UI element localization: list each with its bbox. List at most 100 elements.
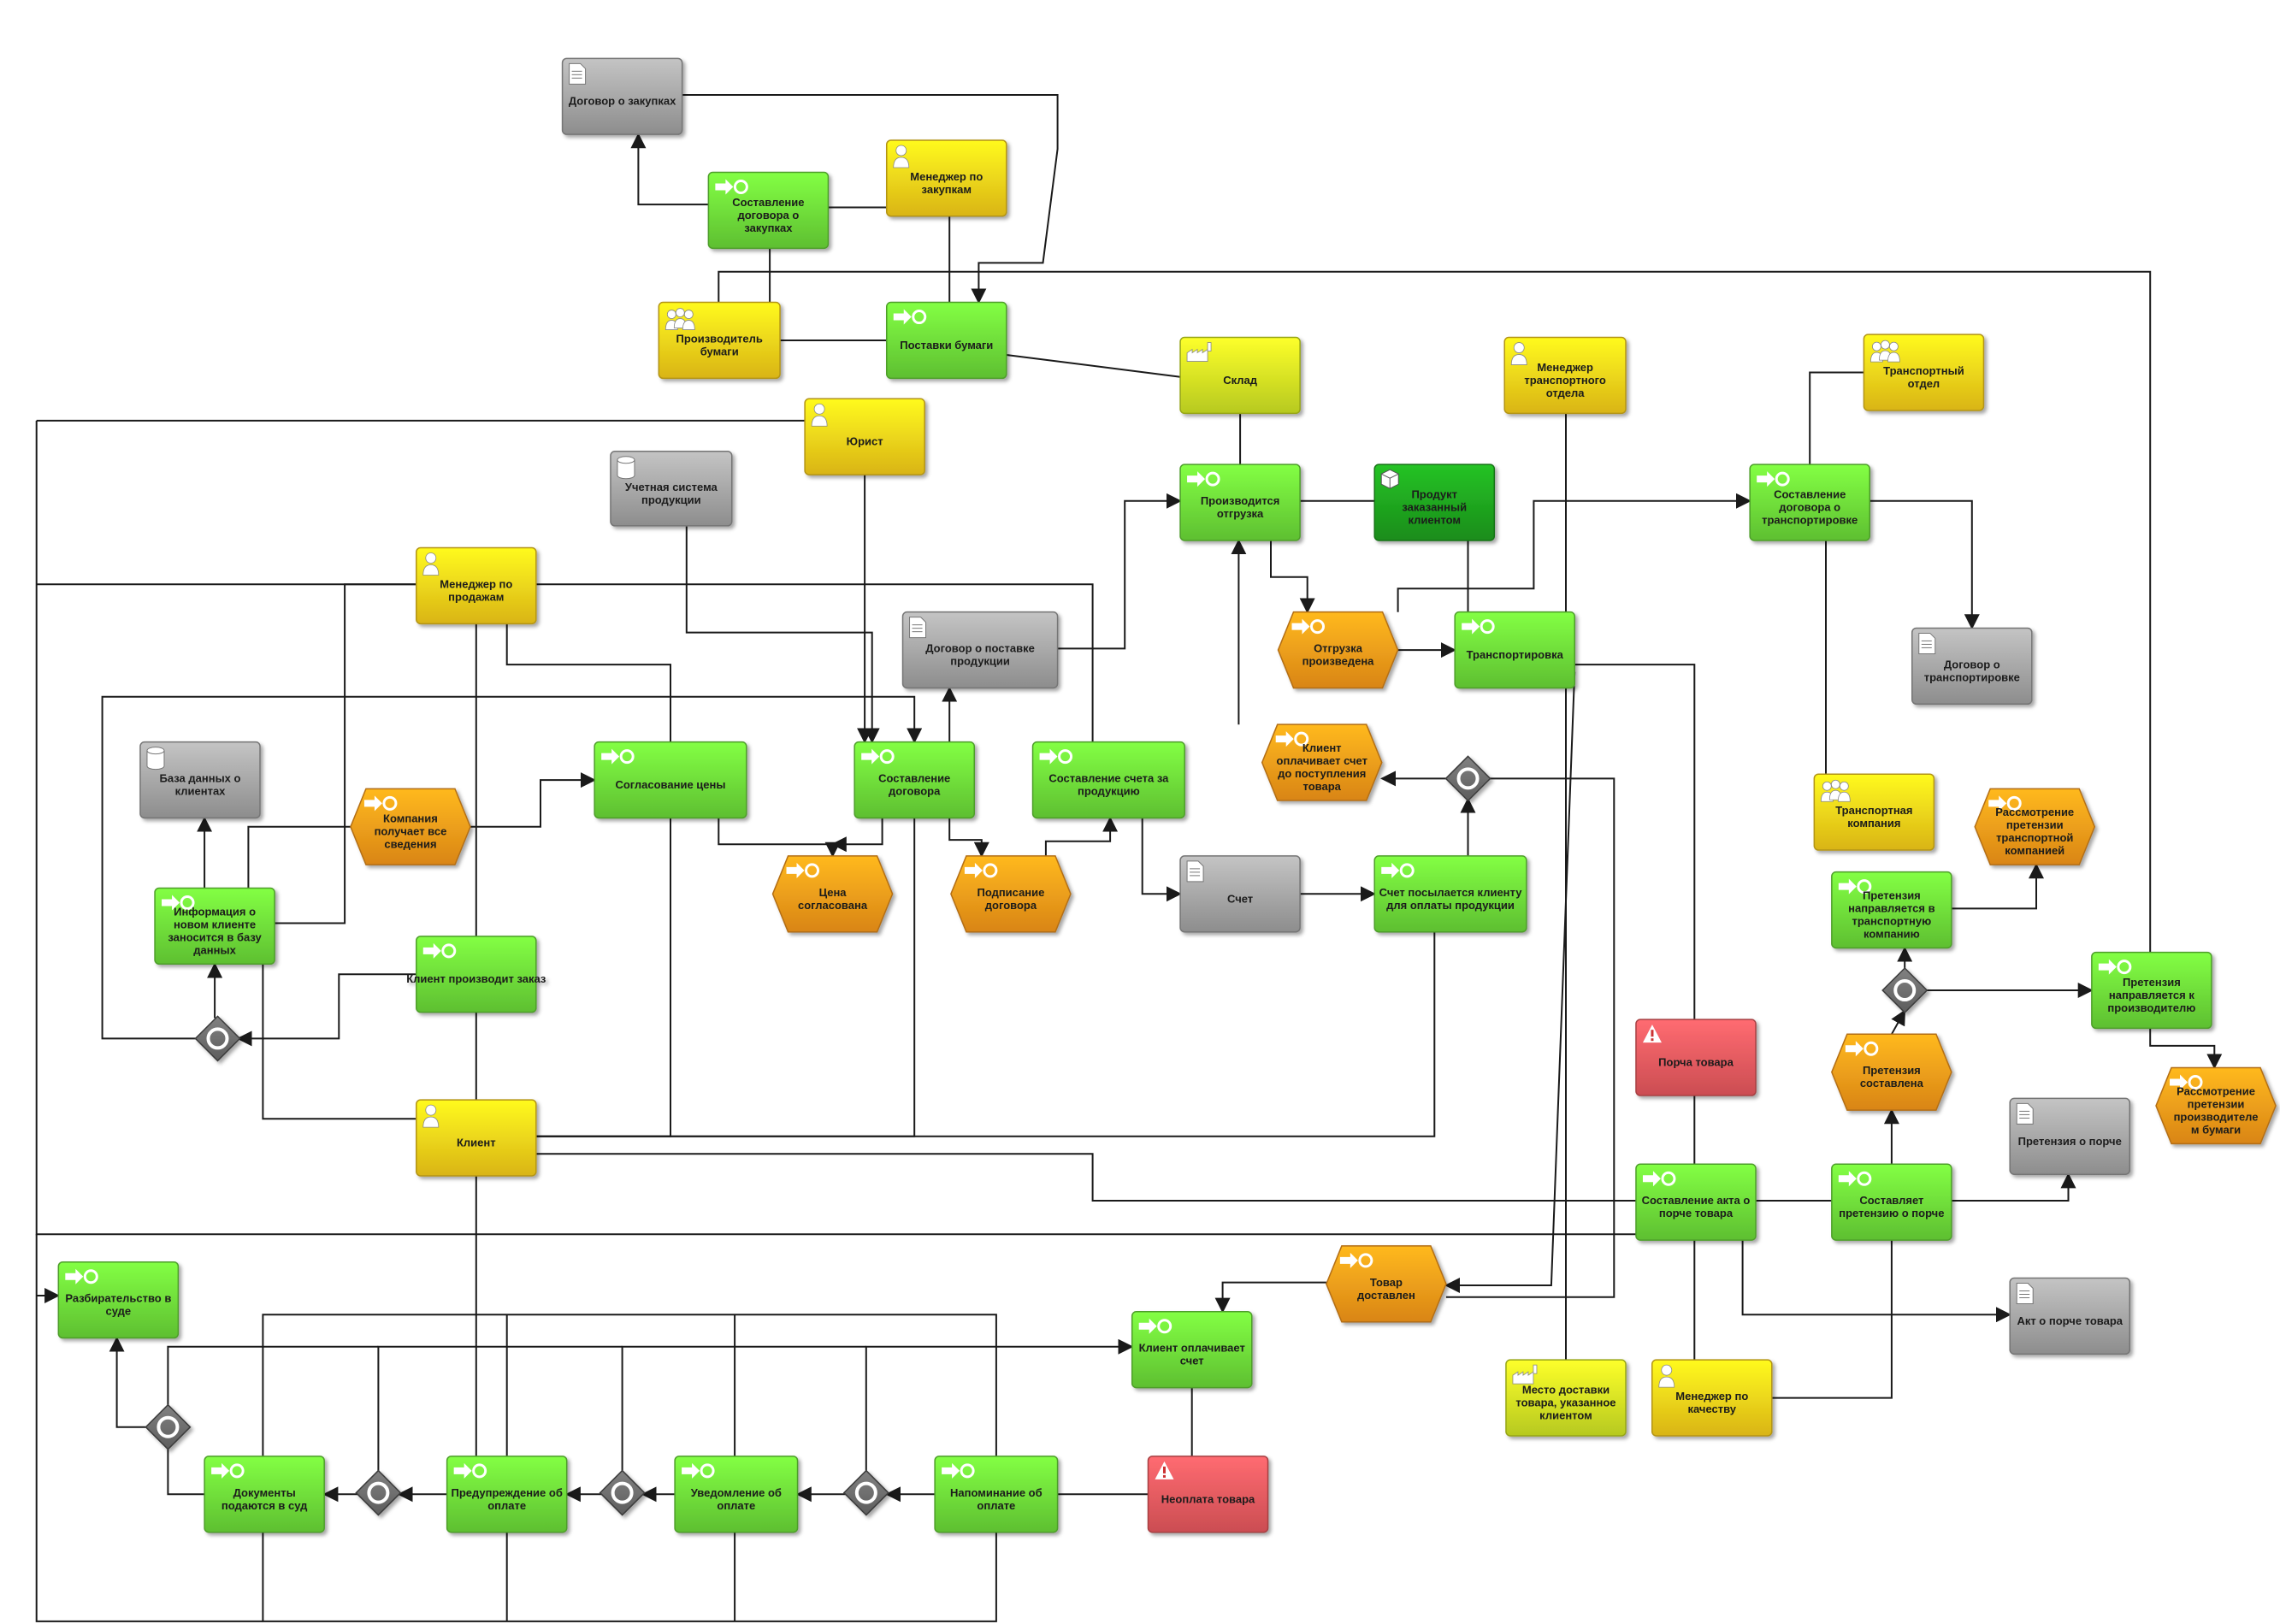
node-klient[interactable]: Клиент <box>416 1099 537 1177</box>
node-schet[interactable]: Счет <box>1179 855 1301 933</box>
cube-icon <box>1380 469 1399 489</box>
connector-line <box>262 1314 997 1456</box>
connector-line <box>718 818 841 858</box>
node-label: Транспортировка <box>1467 648 1564 661</box>
function-icon <box>942 1462 975 1479</box>
node-rassm_transp[interactable]: Рассмотрениепретензиитранспортнойкомпани… <box>1974 788 2096 865</box>
role-shape <box>416 546 537 625</box>
function-icon <box>1381 862 1415 878</box>
function-icon <box>1838 878 1872 895</box>
node-label: Счет <box>1227 892 1253 905</box>
node-label: Компания <box>383 812 438 825</box>
role-shape <box>416 1099 537 1177</box>
person-icon <box>422 552 440 576</box>
connector-line <box>535 583 1094 742</box>
node-label: договора о <box>737 209 799 221</box>
document-icon <box>2016 1102 2034 1125</box>
function-icon <box>162 895 195 911</box>
node-label: клиентах <box>175 785 227 798</box>
node-sklad[interactable]: Склад <box>1179 336 1301 415</box>
factory-icon <box>1186 342 1212 362</box>
node-label: Согласование цены <box>615 778 725 791</box>
node-label: компанией <box>2005 844 2064 857</box>
node-pretenz_doc[interactable]: Претензия о порче <box>2009 1097 2131 1175</box>
connector-line <box>101 695 923 1040</box>
function-icon <box>1838 1171 1872 1187</box>
node-label: Порча товара <box>1658 1056 1734 1069</box>
node-label: клиентом <box>1408 514 1461 527</box>
document-icon <box>2016 1283 2034 1304</box>
node-label: Продукт <box>1411 488 1457 501</box>
group-icon <box>1820 779 1851 802</box>
node-label: транспортную <box>1852 915 1931 928</box>
connector-line <box>1141 818 1182 902</box>
location-shape <box>1505 1359 1627 1437</box>
node-label: Претензия <box>1863 889 1921 902</box>
function-icon <box>1138 1318 1172 1334</box>
node-label: Претензия о порче <box>2018 1135 2122 1148</box>
connector-line <box>1444 671 1576 1293</box>
node-porcha[interactable]: Порча товара <box>1635 1019 1757 1096</box>
node-transportirovka[interactable]: Транспортировка <box>1454 611 1575 689</box>
node-label: продажам <box>448 590 504 603</box>
node-label: Учетная система <box>625 481 718 493</box>
node-label: претензии <box>2188 1097 2245 1110</box>
node-kl_zakaz[interactable]: Клиент производит заказ <box>406 936 546 1013</box>
node-label: товара <box>1303 780 1342 793</box>
event-shape <box>1974 788 2096 865</box>
database-icon <box>617 456 635 480</box>
node-label: Отгрузка <box>1314 642 1363 655</box>
node-akt_doc[interactable]: Акт о порче товара <box>2009 1277 2131 1355</box>
node-postavki[interactable]: Поставки бумаги <box>886 301 1007 380</box>
connector-line <box>377 1345 623 1473</box>
node-label: счет <box>1180 1355 1204 1367</box>
connector-line <box>630 133 709 206</box>
node-dogovor_zakupki[interactable]: Договор о закупках <box>561 57 683 135</box>
node-yurist[interactable]: Юрист <box>804 398 925 475</box>
node-soglas_ceny[interactable]: Согласование цены <box>594 741 747 819</box>
node-label: Акт о порче товара <box>2017 1314 2123 1327</box>
node-neoplata[interactable]: Неоплата товара <box>1147 1456 1269 1533</box>
connections <box>35 94 2223 1622</box>
node-label: Составляет <box>1859 1194 1923 1207</box>
